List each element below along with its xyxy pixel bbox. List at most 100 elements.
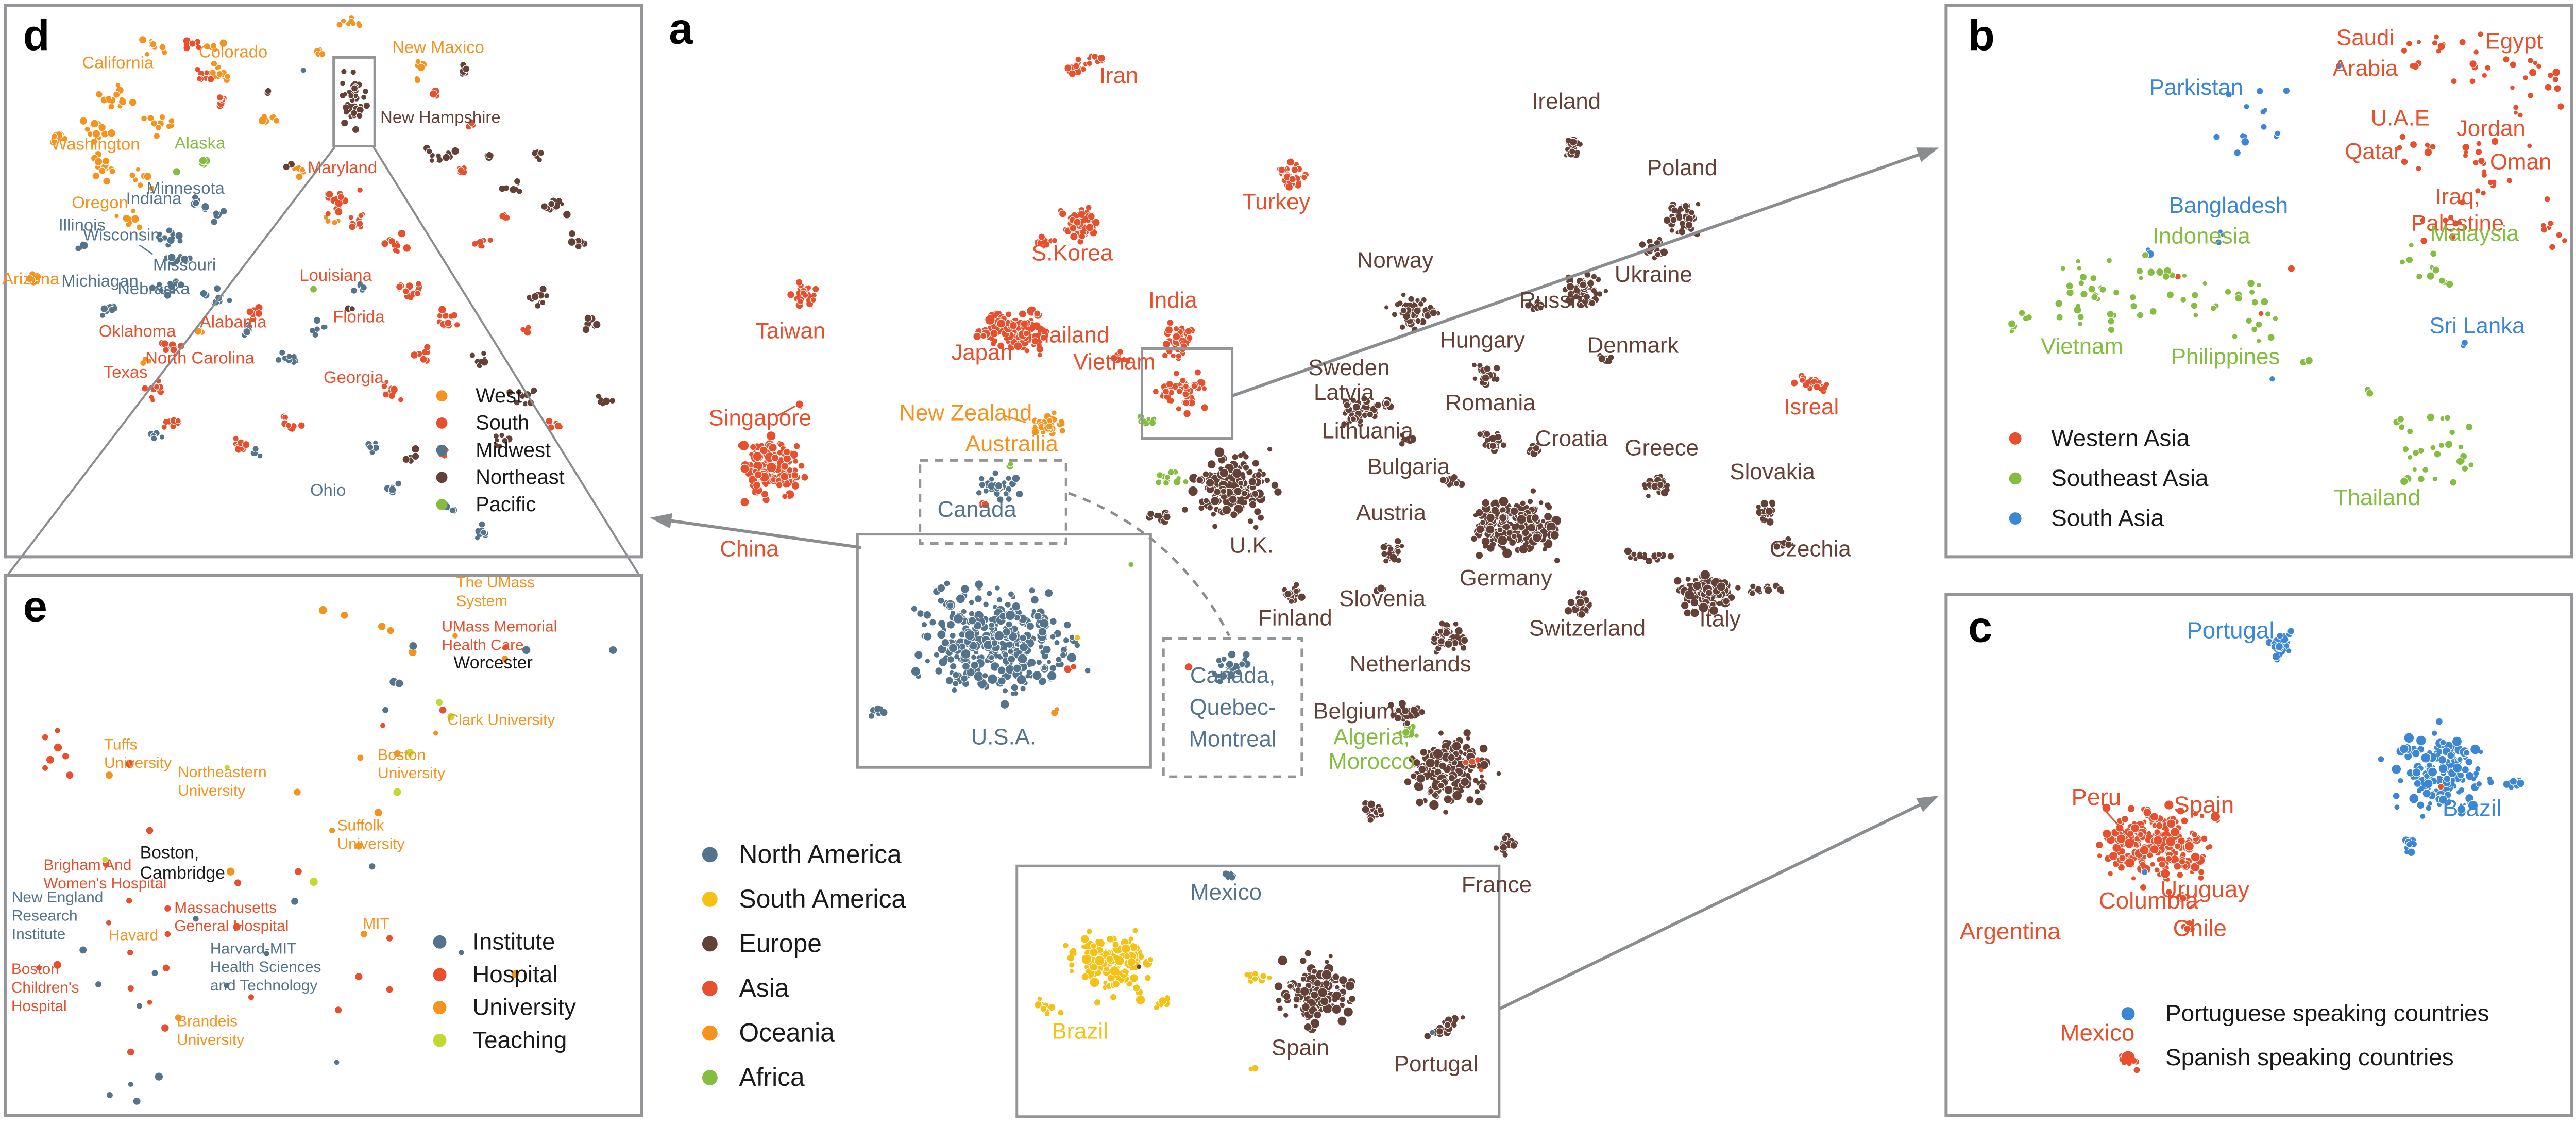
data-point — [2416, 801, 2425, 810]
data-point — [2166, 819, 2176, 829]
data-point — [151, 969, 159, 977]
data-point — [314, 326, 321, 333]
data-point — [95, 90, 103, 98]
data-point — [1093, 998, 1101, 1006]
label-oklahoma: Oklahoma — [99, 322, 176, 341]
data-point — [1418, 785, 1423, 791]
data-point — [2274, 130, 2281, 137]
data-point — [1399, 324, 1406, 331]
data-point — [2427, 767, 2438, 777]
data-point — [1415, 798, 1425, 807]
data-point — [1332, 997, 1338, 1002]
data-point — [395, 679, 404, 688]
data-point — [385, 934, 394, 942]
data-point — [543, 292, 550, 299]
data-point — [1531, 513, 1540, 523]
panel-letter-a: a — [669, 4, 693, 53]
data-point — [982, 488, 990, 494]
data-point — [189, 40, 196, 47]
data-point — [2437, 783, 2445, 791]
data-point — [107, 98, 112, 103]
data-point — [1638, 240, 1647, 249]
label-louisiana: Louisiana — [299, 265, 372, 284]
legend-dot-spanish-speaking-countries — [2121, 1051, 2135, 1065]
label-alaska: Alaska — [175, 133, 226, 152]
data-point — [1434, 759, 1440, 764]
data-point — [2412, 449, 2420, 457]
data-point — [2097, 853, 2102, 858]
data-point — [1408, 295, 1415, 303]
label-portugal: Portugal — [2187, 617, 2274, 644]
data-point — [340, 611, 349, 619]
data-point — [1264, 477, 1270, 483]
data-point — [233, 879, 242, 887]
data-point — [79, 116, 88, 126]
data-point — [539, 299, 546, 306]
data-point — [1489, 435, 1495, 441]
data-point — [1069, 224, 1077, 232]
data-point — [1790, 379, 1799, 387]
data-point — [127, 1081, 134, 1088]
data-point — [2418, 786, 2424, 792]
data-point — [1156, 513, 1161, 518]
data-point — [2273, 316, 2278, 321]
label-qatar: Qatar — [2345, 139, 2401, 164]
data-point — [1062, 943, 1069, 949]
data-point — [910, 666, 921, 677]
data-point — [2462, 143, 2470, 152]
label-mexico: Mexico — [1190, 880, 1262, 905]
data-point — [160, 340, 169, 348]
data-point — [1255, 471, 1263, 479]
data-point — [1652, 555, 1657, 560]
data-point — [1087, 212, 1095, 221]
data-point — [1132, 928, 1138, 933]
data-point — [1313, 1011, 1322, 1019]
data-point — [2528, 58, 2533, 63]
data-point — [114, 214, 119, 219]
data-point — [1112, 941, 1120, 949]
data-point — [1237, 480, 1244, 486]
data-point — [2533, 60, 2538, 65]
data-point — [1717, 601, 1722, 606]
label-jordan: Jordan — [2456, 116, 2526, 141]
data-point — [350, 287, 358, 294]
data-point — [1339, 996, 1346, 1003]
data-point — [2464, 150, 2468, 155]
data-point — [1166, 319, 1174, 327]
data-point — [1162, 352, 1168, 359]
data-point — [2304, 356, 2314, 365]
data-point — [1443, 795, 1453, 804]
data-point — [960, 584, 970, 594]
data-point — [162, 964, 171, 972]
data-point — [2139, 845, 2149, 855]
legend-dot-western-asia — [2009, 432, 2022, 445]
data-point — [1367, 800, 1376, 809]
data-point — [1523, 536, 1528, 542]
data-point — [155, 124, 162, 131]
data-point — [2468, 462, 2474, 468]
label-portugal: Portugal — [1394, 1051, 1478, 1077]
legend-dot-africa — [702, 1070, 718, 1086]
data-point — [1519, 500, 1527, 507]
data-point — [1006, 311, 1012, 317]
data-point — [2197, 868, 2205, 876]
data-point — [325, 190, 334, 199]
data-point — [1137, 964, 1142, 969]
data-point — [2180, 296, 2187, 304]
data-point — [135, 167, 140, 172]
data-point — [1444, 1021, 1451, 1029]
panel-letter-c: c — [1968, 602, 1992, 651]
data-point — [2136, 311, 2144, 319]
data-point — [2108, 851, 2119, 861]
data-point — [1005, 475, 1012, 482]
data-point — [1499, 535, 1504, 541]
data-point — [2091, 293, 2098, 301]
data-point — [526, 325, 531, 330]
data-point — [1819, 387, 1824, 392]
data-point — [2408, 455, 2413, 460]
legend-label-midwest: Midwest — [476, 439, 551, 461]
data-point — [1332, 972, 1340, 981]
label-poland: Poland — [1647, 155, 1717, 180]
data-point — [1756, 504, 1761, 510]
data-point — [513, 177, 521, 185]
